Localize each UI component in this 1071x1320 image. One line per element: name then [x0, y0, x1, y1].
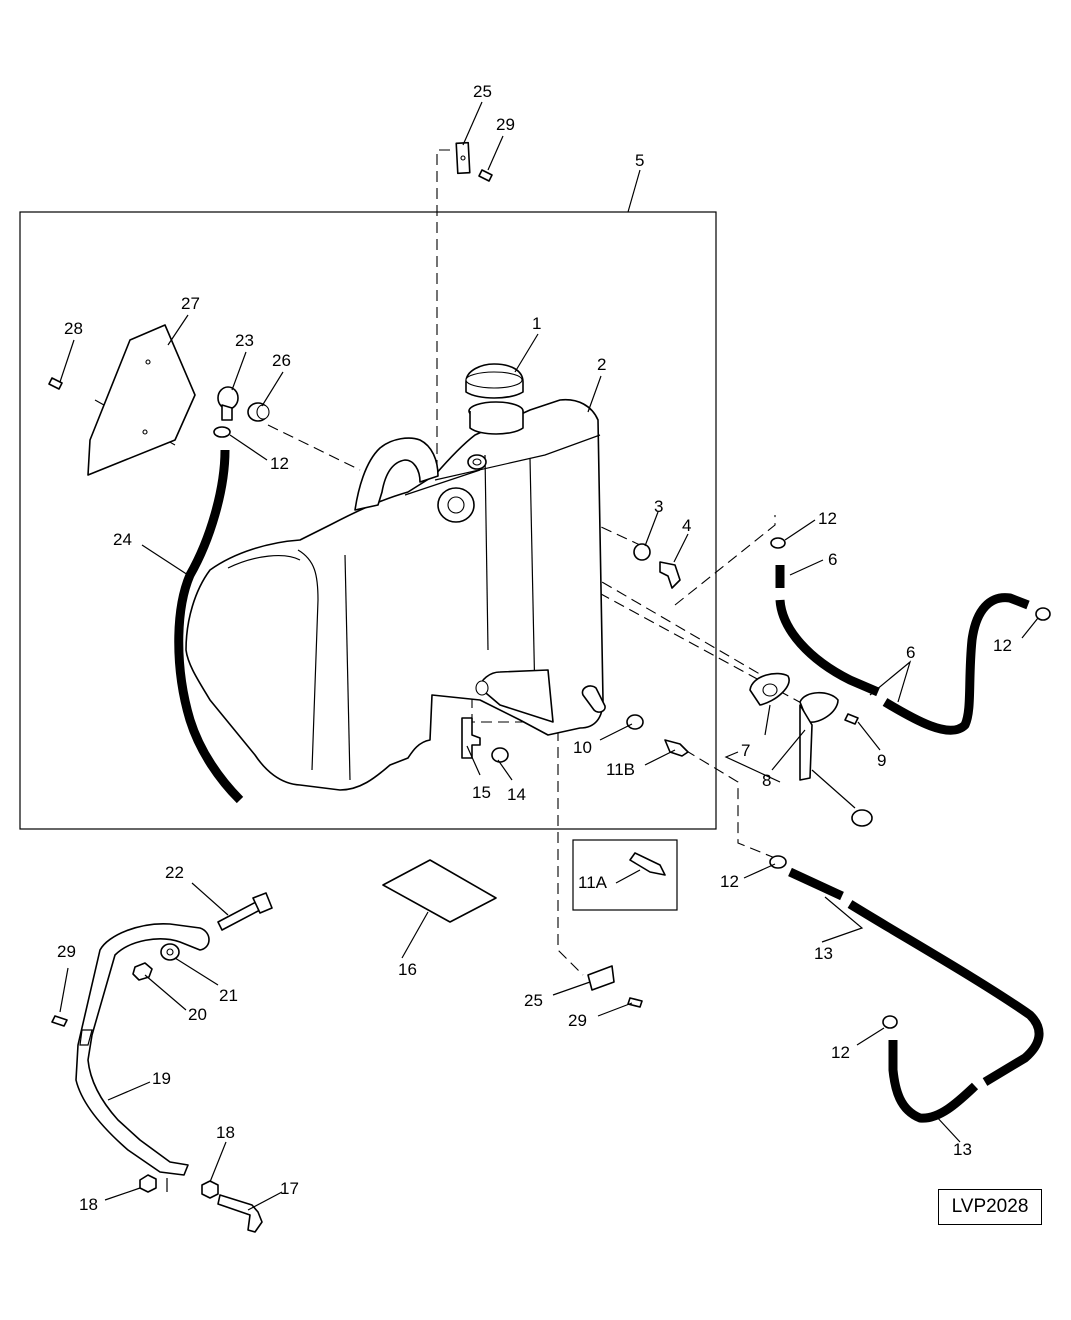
callout-labels: 25 29 5 27 28 23 26 1 2 12 24 3 4 12 6 1… [57, 82, 1012, 1214]
callout-29-a: 29 [57, 942, 76, 961]
callout-21: 21 [219, 986, 238, 1005]
leader-lines [59, 101, 1039, 1211]
callout-12-b: 12 [818, 509, 837, 528]
callout-10: 10 [573, 738, 592, 757]
callout-13-b: 13 [953, 1140, 972, 1159]
callout-3: 3 [654, 497, 663, 516]
inset-box-11a [572, 839, 678, 911]
callout-29-top: 29 [496, 115, 515, 134]
callout-12-a: 12 [270, 454, 289, 473]
callout-6-a: 6 [828, 550, 837, 569]
hoses [174, 449, 1044, 1123]
callout-12-d: 12 [720, 872, 739, 891]
callout-5: 5 [635, 151, 644, 170]
callout-12-e: 12 [831, 1043, 850, 1062]
callout-12-c: 12 [993, 636, 1012, 655]
callout-2: 2 [597, 355, 606, 374]
hardware-parts [48, 141, 1051, 1233]
callout-25-b: 25 [524, 991, 543, 1010]
callout-26: 26 [272, 351, 291, 370]
reference-code-badge: LVP2028 [938, 1189, 1042, 1225]
callout-16: 16 [398, 960, 417, 979]
callout-27: 27 [181, 294, 200, 313]
callout-23: 23 [235, 331, 254, 350]
callout-20: 20 [188, 1005, 207, 1024]
callout-11B: 11B [606, 760, 635, 779]
callout-24: 24 [113, 530, 132, 549]
callout-11A: 11A [578, 873, 608, 892]
callout-1: 1 [532, 314, 541, 333]
reservoir-tank [185, 363, 604, 791]
callout-7: 7 [741, 741, 750, 760]
callout-9: 9 [877, 751, 886, 770]
callout-28: 28 [64, 319, 83, 338]
callout-22: 22 [165, 863, 184, 882]
callout-25-top: 25 [473, 82, 492, 101]
callout-14: 14 [507, 785, 526, 804]
callout-4: 4 [682, 516, 691, 535]
callout-18-a: 18 [216, 1123, 235, 1142]
callout-17: 17 [280, 1179, 299, 1198]
assembly-frame [19, 211, 717, 830]
callout-6-b: 6 [906, 643, 915, 662]
callout-19: 19 [152, 1069, 171, 1088]
callout-8: 8 [762, 771, 771, 790]
callout-29-b: 29 [568, 1011, 587, 1030]
callout-15: 15 [472, 783, 491, 802]
callout-13-a: 13 [814, 944, 833, 963]
callout-18-b: 18 [79, 1195, 98, 1214]
